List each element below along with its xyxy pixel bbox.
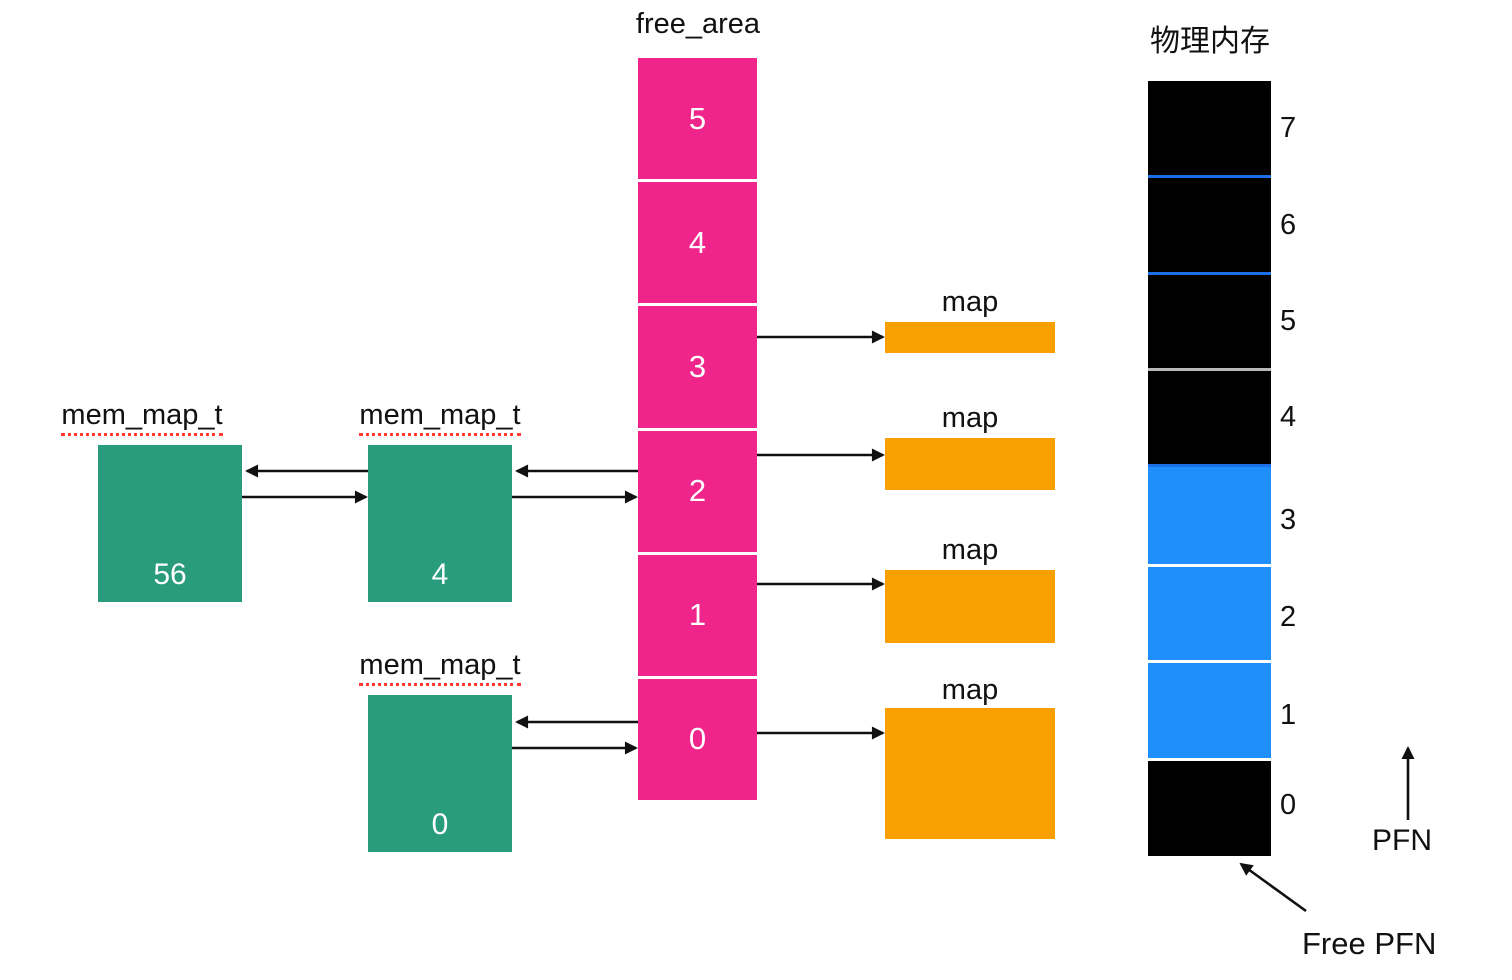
pm-num-4: 4 <box>1280 401 1297 433</box>
free-pfn-label: Free PFN <box>1302 926 1437 961</box>
free-area-cell-2: 2 <box>638 430 757 552</box>
free-area-title: free_area <box>635 8 761 40</box>
pm-num-6: 6 <box>1280 209 1297 241</box>
pm-separator <box>1148 368 1271 371</box>
map-label-order2: map <box>941 402 999 434</box>
pm-page-5 <box>1148 275 1271 368</box>
map-label-order3: map <box>941 286 999 318</box>
mem-map-box-56: 56 <box>98 445 242 602</box>
physical-memory-column <box>1148 81 1271 856</box>
pm-page-4 <box>1148 371 1271 464</box>
pm-page-1 <box>1148 663 1271 758</box>
pm-num-1: 1 <box>1280 699 1297 731</box>
map-box-order2 <box>885 438 1055 490</box>
arrow-free-pfn-pointer <box>1239 862 1307 913</box>
mem-map-label-4-text: mem_map_t <box>359 399 521 436</box>
free-area-cell-1: 1 <box>638 554 757 676</box>
free-area-cell-0: 0 <box>638 678 757 801</box>
physical-memory-title: 物理内存 <box>1150 25 1270 58</box>
mem-map-box-4: 4 <box>368 445 512 602</box>
pm-num-5: 5 <box>1280 305 1297 337</box>
pm-separator <box>1148 660 1271 663</box>
pm-page-7 <box>1148 81 1271 175</box>
free-area-cell-3: 3 <box>638 306 757 428</box>
mem-map-label-56: mem_map_t <box>38 399 246 436</box>
mem-map-label-0: mem_map_t <box>336 649 544 686</box>
free-area-column: 5 4 3 2 1 0 <box>638 58 757 801</box>
pm-separator <box>1148 175 1271 178</box>
pm-num-3: 3 <box>1280 504 1297 536</box>
mem-map-box-0: 0 <box>368 695 512 852</box>
pm-num-0: 0 <box>1280 789 1297 821</box>
pm-page-2 <box>1148 567 1271 660</box>
pm-separator <box>1148 272 1271 275</box>
pm-num-2: 2 <box>1280 601 1297 633</box>
pm-separator <box>1148 564 1271 567</box>
map-label-order1: map <box>941 534 999 566</box>
pm-separator <box>1148 464 1271 467</box>
mem-map-label-4: mem_map_t <box>336 399 544 436</box>
map-box-order3 <box>885 322 1055 353</box>
map-label-order0: map <box>941 674 999 706</box>
pm-num-7: 7 <box>1280 112 1297 144</box>
pm-page-6 <box>1148 178 1271 272</box>
pm-separator <box>1148 758 1271 761</box>
pm-page-3 <box>1148 467 1271 564</box>
mem-map-label-0-text: mem_map_t <box>359 649 521 686</box>
map-box-order0 <box>885 708 1055 839</box>
free-area-cell-4: 4 <box>638 182 757 304</box>
free-area-cell-5: 5 <box>638 58 757 180</box>
pfn-label: PFN <box>1372 824 1432 857</box>
mem-map-label-56-text: mem_map_t <box>61 399 223 436</box>
pm-page-0 <box>1148 761 1271 856</box>
map-box-order1 <box>885 570 1055 643</box>
